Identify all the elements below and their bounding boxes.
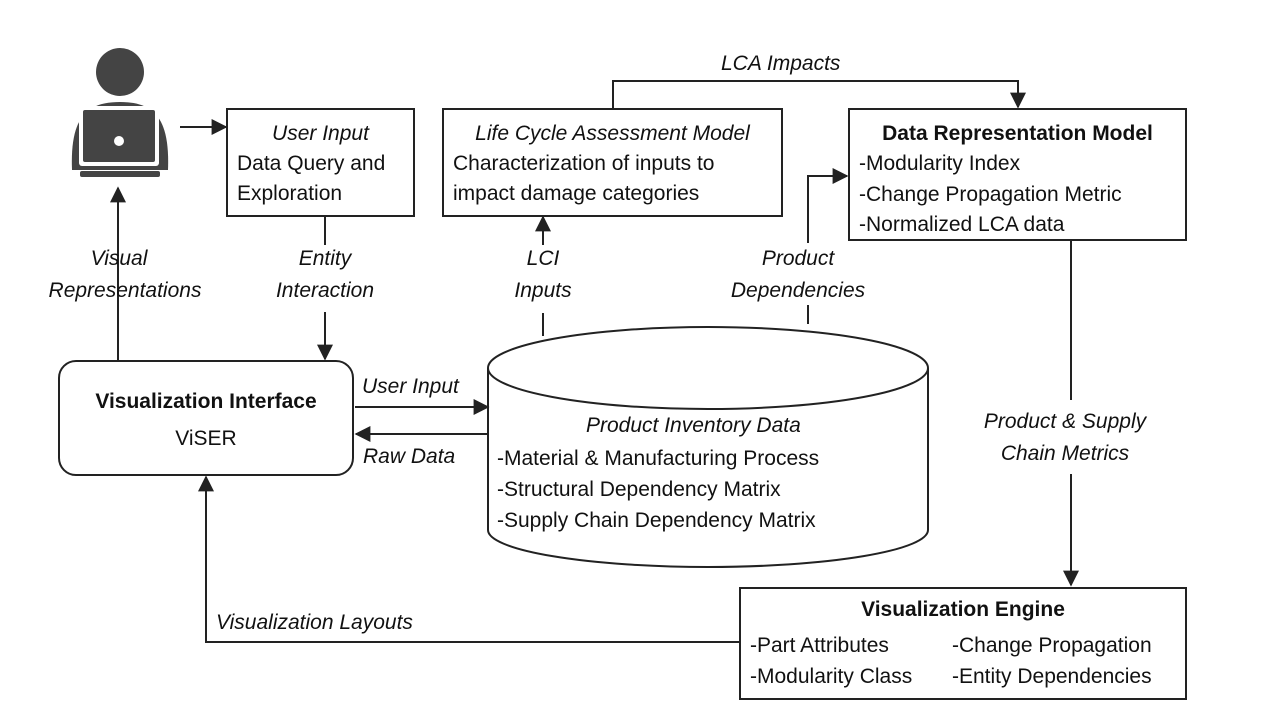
database-item: -Structural Dependency Matrix: [497, 478, 781, 501]
visualization-layouts-label: Visualization Layouts: [216, 611, 413, 634]
engine-attribute: -Change Propagation: [952, 634, 1152, 657]
entity-interaction-label: Interaction: [275, 279, 375, 302]
visualization-interface-title: Visualization Interface: [95, 390, 317, 413]
engine-attribute: -Modularity Class: [750, 665, 913, 688]
user-icon: [71, 48, 169, 177]
engine-attribute: -Part Attributes: [750, 634, 889, 657]
user-input-line: Exploration: [237, 182, 343, 205]
database-cylinder-top: [487, 326, 929, 410]
entity-interaction-label: Entity: [298, 247, 352, 270]
user-input-title: User Input: [272, 122, 369, 145]
raw-data-edge-label: Raw Data: [363, 445, 456, 468]
database-cylinder: [487, 368, 929, 568]
drm-title: Data Representation Model: [882, 122, 1153, 145]
product-supply-metrics-label: Chain Metrics: [1000, 442, 1130, 465]
visualization-interface-subtitle: ViSER: [175, 427, 237, 450]
user-input-edge-label: User Input: [362, 375, 459, 398]
lca-impacts-label: LCA Impacts: [721, 52, 841, 75]
lca-model-line: impact damage categories: [453, 182, 700, 205]
drm-item: -Normalized LCA data: [859, 213, 1065, 236]
user-input-box: User Input Data Query and Exploration: [226, 108, 415, 217]
arrow-lca-impacts: [612, 80, 1026, 109]
database-item: -Material & Manufacturing Process: [497, 447, 820, 470]
lca-model-box: Life Cycle Assessment Model Characteriza…: [442, 108, 783, 217]
visual-representations-label: Visual: [90, 247, 148, 270]
database-title: Product Inventory Data: [586, 414, 801, 437]
product-dependencies-label: Dependencies: [730, 279, 866, 302]
lca-model-title: Life Cycle Assessment Model: [475, 122, 750, 145]
engine-attribute: -Entity Dependencies: [952, 665, 1152, 688]
product-supply-metrics-label: Product & Supply: [983, 410, 1147, 433]
product-dependencies-label: Product: [761, 247, 835, 270]
visualization-interface-box: Visualization Interface ViSER: [58, 360, 354, 476]
arrow-visualization-layouts: [198, 475, 739, 643]
user-input-line: Data Query and: [237, 152, 386, 175]
lca-model-line: Characterization of inputs to: [453, 152, 715, 175]
visualization-engine-box: Visualization Engine -Part Attributes -M…: [739, 587, 1187, 700]
visualization-engine-title: Visualization Engine: [861, 598, 1065, 621]
data-representation-model-box: Data Representation Model -Modularity In…: [848, 108, 1187, 241]
drm-item: -Modularity Index: [859, 152, 1021, 175]
visual-representations-label: Representations: [48, 279, 202, 302]
lci-inputs-label: Inputs: [514, 279, 572, 302]
database-item: -Supply Chain Dependency Matrix: [497, 509, 816, 532]
lci-inputs-label: LCI: [526, 247, 560, 270]
arrow-product-dependencies-upper: [807, 168, 849, 243]
drm-item: -Change Propagation Metric: [859, 183, 1122, 206]
